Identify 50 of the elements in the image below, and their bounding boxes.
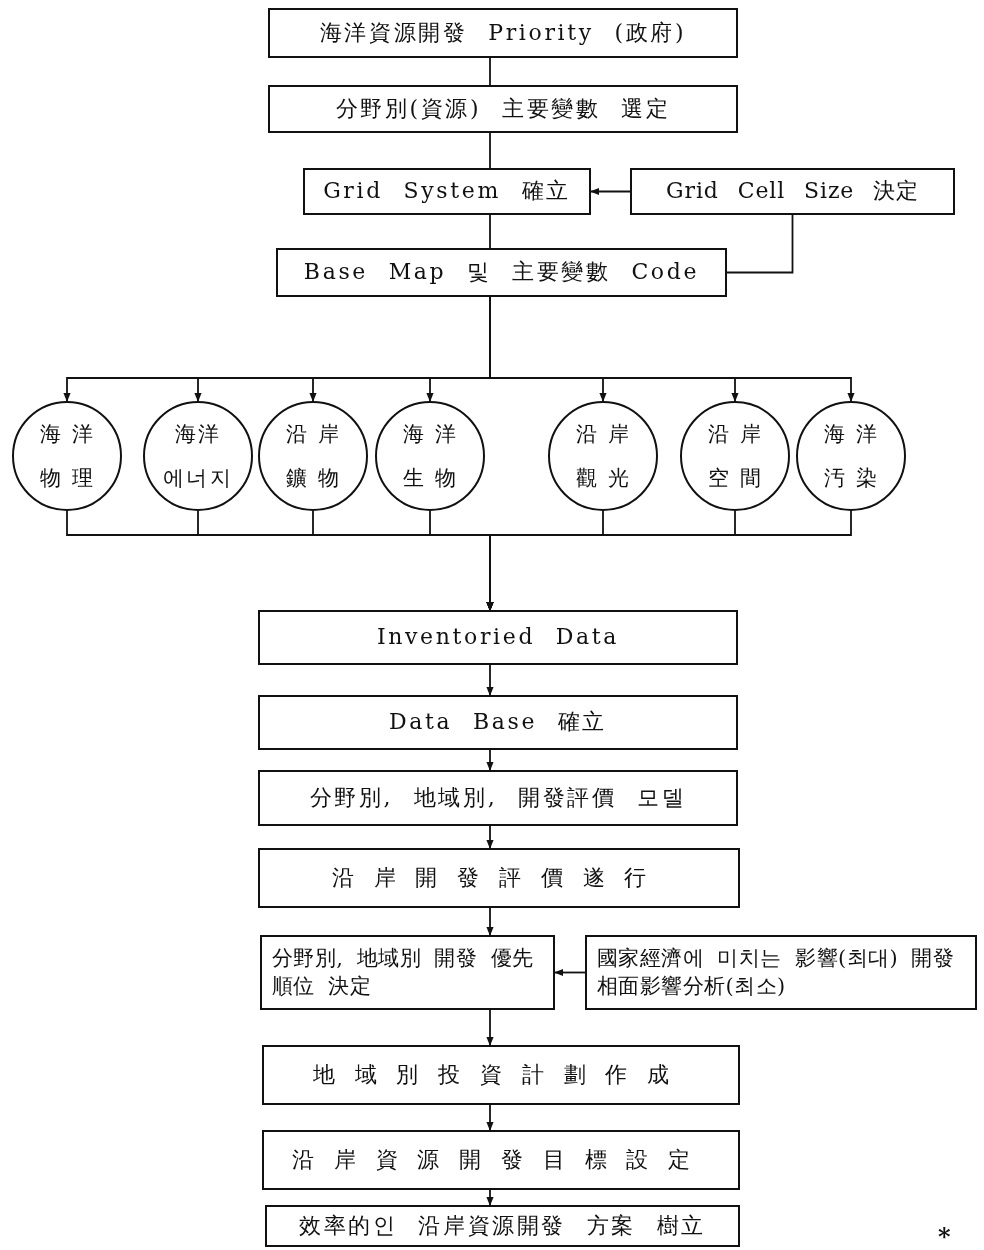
process-box	[268, 8, 738, 58]
step-label: 沿岸資源開發目標設定	[292, 1145, 710, 1174]
process-box	[258, 695, 738, 750]
connector-line	[489, 132, 491, 169]
arrow	[486, 749, 494, 771]
step-label: 海洋 에너지	[162, 420, 234, 492]
connector-line	[726, 214, 794, 274]
process-box	[265, 1205, 740, 1247]
arrow	[554, 968, 586, 977]
arrow	[486, 510, 852, 611]
footnote-mark: *	[938, 1222, 951, 1250]
process-box	[276, 248, 727, 297]
step-label: 國家經濟에 미치는 影響(최대) 開發相面影響分析(최소)	[597, 945, 956, 1000]
process-box	[260, 935, 555, 1010]
step-label: Data Base 確立	[389, 708, 607, 737]
step-label: 海洋生物	[401, 420, 469, 492]
step-label: Inventoried Data	[376, 623, 620, 652]
process-box	[262, 1130, 740, 1190]
step-label: Grid Cell Size 決定	[666, 177, 919, 206]
step-label: Base Map 및 主要變數 Code	[303, 258, 700, 287]
process-box	[303, 168, 591, 215]
step-label: 分野別(資源) 主要變數 選定	[335, 94, 671, 123]
step-label: Grid System 確立	[323, 177, 571, 206]
process-box	[630, 168, 955, 215]
step-label: 沿岸空間	[706, 420, 774, 492]
step-label: 海洋汚染	[822, 420, 890, 492]
process-box	[262, 1045, 740, 1105]
process-box	[258, 610, 738, 665]
step-label: 沿岸鑛物	[284, 420, 352, 492]
step-label: 沿岸觀光	[574, 420, 642, 492]
process-box	[268, 85, 738, 133]
step-label: 地域別投資計劃作成	[312, 1060, 690, 1089]
arrow	[486, 907, 494, 936]
arrow	[486, 1009, 494, 1046]
arrow	[590, 187, 631, 196]
process-box	[585, 935, 977, 1010]
arrow	[486, 664, 494, 696]
arrow	[486, 825, 494, 849]
step-label: 沿岸開發評價遂行	[331, 863, 667, 892]
connector-line	[489, 57, 491, 86]
step-label: 海洋物理	[38, 420, 106, 492]
arrow	[486, 1104, 494, 1131]
arrow	[486, 1189, 494, 1206]
step-label: 海洋資源開發 Priority (政府)	[319, 18, 687, 47]
process-box	[258, 848, 740, 908]
step-label: 分野別, 地域別, 開發評價 모델	[309, 783, 687, 812]
process-box	[258, 770, 738, 826]
step-label: 分野別, 地域別 開發 優先順位 決定	[272, 945, 535, 1000]
connector-line	[489, 214, 491, 249]
step-label: 效率的인 沿岸資源開發 方案 樹立	[299, 1211, 706, 1240]
